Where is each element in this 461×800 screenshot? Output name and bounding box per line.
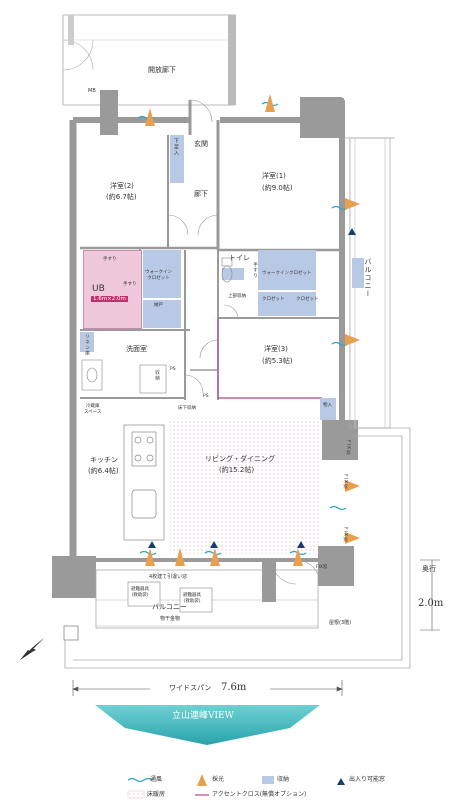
wide-span-label: ワイドスパン [169, 684, 212, 692]
western-room-3-label: 洋室(3) [264, 345, 288, 353]
toilet-fixture [221, 257, 233, 283]
legend-entry: 出入り可能窓 [349, 776, 386, 783]
depth-value: 2.0m [418, 598, 444, 609]
balcony-bottom-label: バルコニー [152, 603, 187, 611]
handrail-3-label: 手すり [252, 262, 258, 279]
living-size: (約15.2帖) [219, 466, 255, 474]
legend-accent-cloth: アクセントクロス(無償オプション) [212, 791, 307, 798]
legend-storage-swatch [262, 776, 274, 784]
lighting-marks [145, 94, 360, 786]
floor-storage-label: 床下収納 [178, 406, 196, 411]
western-room-2-size: (約6.7帖) [106, 193, 137, 201]
washroom-sink [81, 359, 167, 394]
closet-b-label: クロゼット [296, 297, 319, 302]
entry-marks [148, 228, 356, 785]
evac-hatch-1-label: 避難器具 (救助袋) [131, 587, 149, 598]
balcony-right-label: バルコニー [364, 258, 372, 298]
walkin-closet-1-label: ウォークインクロゼット [262, 271, 312, 276]
washroom-label: 洗面室 [126, 345, 147, 353]
view-banner-arrow [95, 705, 320, 745]
fix-window-3-label: FIX窓 [316, 565, 328, 570]
storage-blocks [80, 135, 364, 420]
outdoor-storage-label: 物入 [323, 403, 332, 408]
fix-window-1-label: FIX窓 [342, 474, 348, 490]
western-room-3-size: (約5.3帖) [262, 357, 293, 365]
wide-span-dimension [72, 680, 343, 696]
open-corridor-area [62, 14, 236, 106]
handrail-2-label: 手すり [123, 282, 137, 287]
mb-shaft [100, 90, 118, 135]
handrail-1-label: 手すり [103, 257, 117, 262]
walkin-closet-2-label: ウォークイン クロゼット [145, 270, 172, 281]
upper-storage-label: 上部収納 [228, 294, 246, 299]
fix-window-4-label: FIX窓 [345, 440, 351, 456]
storage-label: 納戸 [154, 303, 163, 308]
accent-cloth [217, 318, 322, 399]
floor-heating-area [170, 418, 320, 554]
legend-floor-heating-swatch [127, 790, 145, 799]
ps-label: PS [170, 367, 176, 372]
evac-hatch-2-label: 避難器具 (救助袋) [183, 593, 201, 604]
drying-hardware-label: 物干金物 [160, 616, 181, 622]
linen-label: リネン庫 [84, 334, 90, 356]
compass-icon [20, 638, 44, 660]
view-banner-label: 立山連峰VIEW [172, 711, 234, 721]
western-room-1-label: 洋室(1) [262, 172, 286, 180]
closet-a-label: クロゼット [262, 297, 285, 302]
entrance-label: 玄関 [194, 140, 208, 148]
roof-label: 屋根(3階) [329, 620, 352, 626]
western-room-2-label: 洋室(2) [110, 182, 134, 190]
fix-window-2-label: FIX窓 [342, 527, 348, 543]
column-right [322, 420, 358, 460]
kitchen-counter [123, 424, 165, 541]
fridge-label: 冷蔵庫 スペース [84, 404, 102, 415]
roof-outline [64, 427, 411, 669]
toilet-label: トイレ [229, 254, 250, 262]
western-room-1-size: (約9.0帖) [262, 184, 293, 192]
kitchen-label: キッチン [90, 456, 118, 464]
legend-lighting: 採光 [212, 776, 225, 783]
ub-label: UB [92, 284, 105, 294]
living-label: リビング・ダイニング [205, 455, 275, 463]
hallway-label: 廊下 [194, 190, 208, 198]
shoe-closet-label: 下足入 [173, 138, 179, 156]
column-top-right [300, 98, 344, 138]
ub-room [83, 250, 142, 329]
entry-storage-label: 収納 [154, 370, 160, 381]
ub-size-badge: 1.6m×2.0m [91, 296, 128, 302]
legend-ventilation: 通風 [150, 776, 163, 783]
doors [167, 99, 321, 585]
legend-storage: 収納 [277, 776, 290, 783]
column-bottom-right [318, 546, 354, 586]
kitchen-size: (約6.4帖) [88, 467, 119, 475]
depth-label: 奥行 [422, 565, 436, 573]
open-corridor-label: 開放廊下 [148, 66, 176, 74]
mb-label: MB [88, 88, 96, 94]
depth-dimension [420, 559, 440, 631]
wide-span-value: 7.6m [221, 682, 247, 693]
four-panel-window-label: 4枚建て引違い窓 [149, 574, 188, 580]
column-bottom-left [52, 556, 96, 598]
balcony-bottom [63, 560, 319, 641]
legend-floor-heating: 床暖房 [147, 791, 166, 798]
ps-label-2: PS [203, 394, 209, 399]
